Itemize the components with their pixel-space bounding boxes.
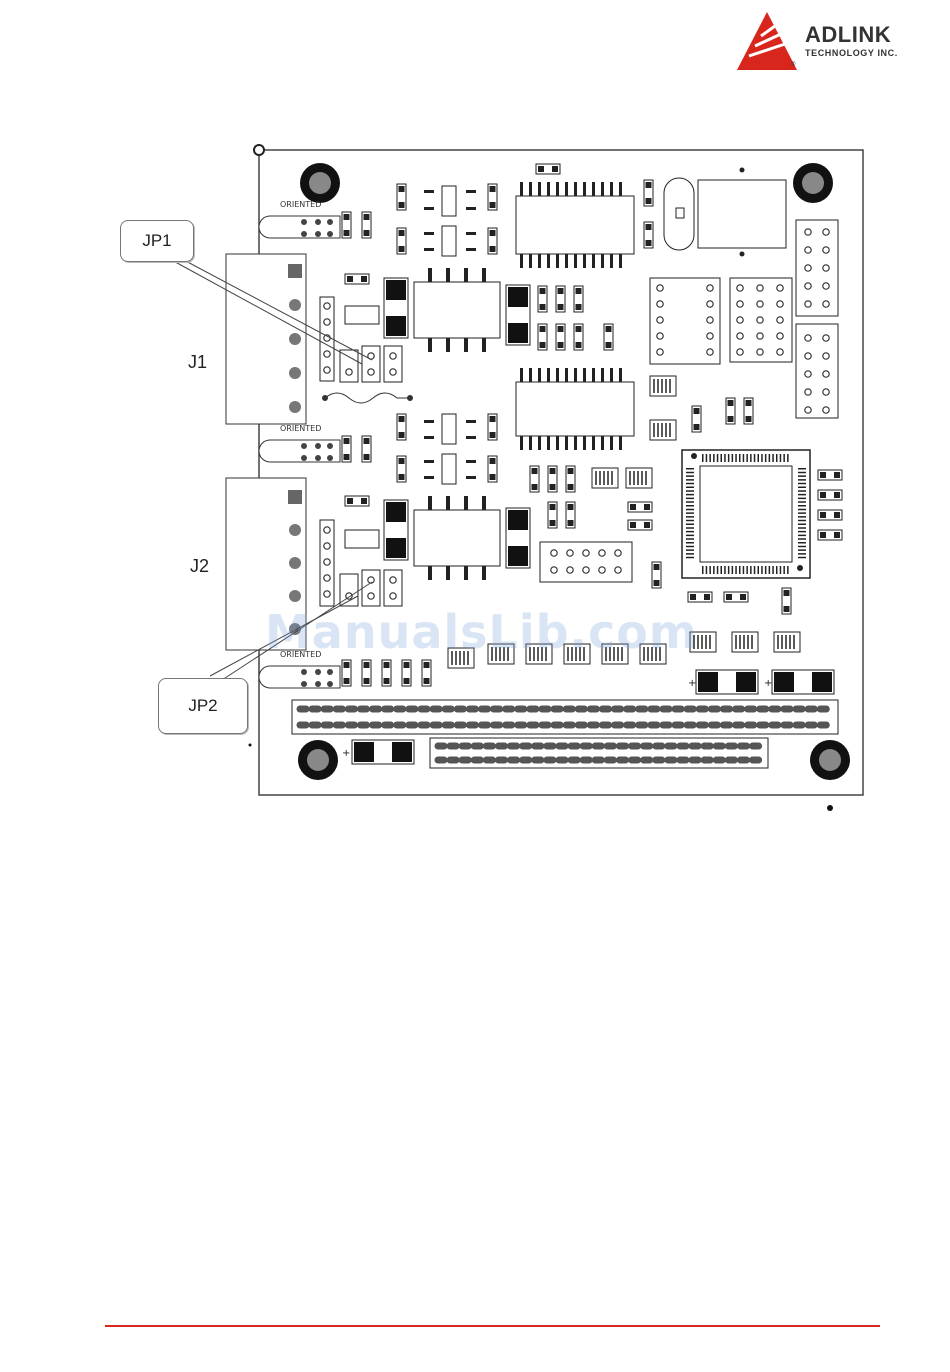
watermark: ManualsLib.com [265, 605, 698, 659]
silkscreen-oriented-2: ORIENTED [280, 424, 321, 433]
silkscreen-oriented-1: ORIENTED [280, 200, 321, 209]
svg-text:+: + [688, 678, 696, 689]
pcb-drawing: + + + [0, 0, 950, 830]
connector-label-j1: J1 [188, 352, 207, 373]
footer-rule [105, 1325, 880, 1327]
connector-label-j2: J2 [190, 556, 209, 577]
board-layout-figure: + + + ORIENTED ORIENTED ORIENTED J1 J2 J… [0, 0, 950, 830]
svg-text:+: + [342, 748, 350, 759]
svg-text:+: + [764, 678, 772, 689]
callout-jp2: JP2 [158, 678, 248, 734]
callout-jp1: JP1 [120, 220, 194, 262]
